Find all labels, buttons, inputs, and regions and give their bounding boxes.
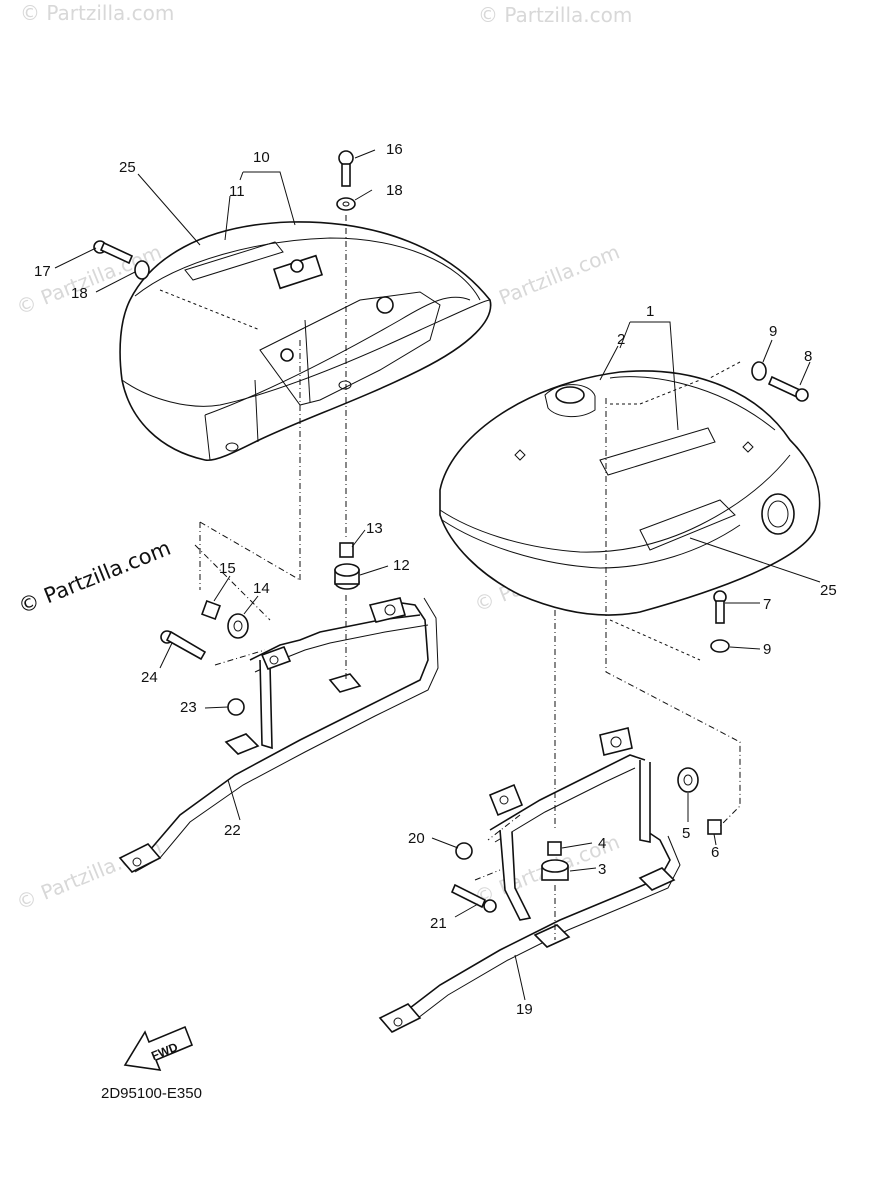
callout-18: 18 <box>71 285 88 302</box>
callout-19: 19 <box>516 1001 533 1018</box>
leader-lines <box>54 149 821 1001</box>
callout-14: 14 <box>253 580 270 597</box>
bolt-21 <box>450 883 497 913</box>
right-saddlebag <box>439 370 821 616</box>
callout-25: 25 <box>820 582 837 599</box>
callout-15: 15 <box>219 560 236 577</box>
callout-25: 25 <box>119 159 136 176</box>
callout-2: 2 <box>617 331 625 348</box>
callout-labels: 1 2 3 4 5 6 7 8 9 9 10 11 12 13 14 15 16… <box>34 141 837 1018</box>
plug-20 <box>455 842 473 860</box>
callout-22: 22 <box>224 822 241 839</box>
collar-15 <box>201 600 221 620</box>
left-bracket <box>118 597 439 873</box>
callout-3: 3 <box>598 861 606 878</box>
grommet-12 <box>334 563 360 590</box>
callout-9: 9 <box>763 641 771 658</box>
collar-13 <box>339 542 354 558</box>
callout-10: 10 <box>253 149 270 166</box>
watermark-text: © Partzilla.com <box>20 1 174 25</box>
callout-7: 7 <box>763 596 771 613</box>
washer-18-top <box>336 197 356 211</box>
callout-21: 21 <box>430 915 447 932</box>
callout-24: 24 <box>141 669 158 686</box>
brand-label: © Partzilla.com <box>15 536 174 619</box>
bolt-24 <box>160 630 207 661</box>
washer-18-left <box>134 260 150 280</box>
callout-1: 1 <box>646 303 654 320</box>
callout-11: 11 <box>229 183 245 200</box>
callout-16: 16 <box>386 141 403 158</box>
callout-6: 6 <box>711 844 719 861</box>
grommet-14 <box>227 613 249 639</box>
right-bracket <box>378 727 681 1033</box>
collar-4 <box>547 841 562 856</box>
left-saddlebag <box>119 221 492 462</box>
watermark-text: © Partzilla.com <box>478 3 632 27</box>
forward-arrow-icon: FWD <box>123 1025 194 1071</box>
assembly-lines <box>159 215 741 940</box>
callout-13: 13 <box>366 520 383 537</box>
bolt-17 <box>93 240 134 265</box>
callout-17: 17 <box>34 263 51 280</box>
callout-20: 20 <box>408 830 425 847</box>
bolt-16 <box>338 150 354 187</box>
washer-9-top <box>751 361 767 381</box>
washer-9-bottom <box>710 639 730 653</box>
watermark-text: © Partzilla.com <box>471 240 623 320</box>
collar-6 <box>707 819 722 835</box>
grommet-5 <box>677 767 699 793</box>
plug-23 <box>227 698 245 716</box>
callout-12: 12 <box>393 557 410 574</box>
bolt-8 <box>767 375 809 402</box>
callout-23: 23 <box>180 699 197 716</box>
callout-9: 9 <box>769 323 777 340</box>
diagram-code: 2D95100-E350 <box>101 1085 202 1102</box>
callout-8: 8 <box>804 348 812 365</box>
callout-5: 5 <box>682 825 690 842</box>
callout-18: 18 <box>386 182 403 199</box>
grommet-3 <box>541 859 569 881</box>
callout-4: 4 <box>598 835 606 852</box>
bolt-7 <box>713 590 727 624</box>
